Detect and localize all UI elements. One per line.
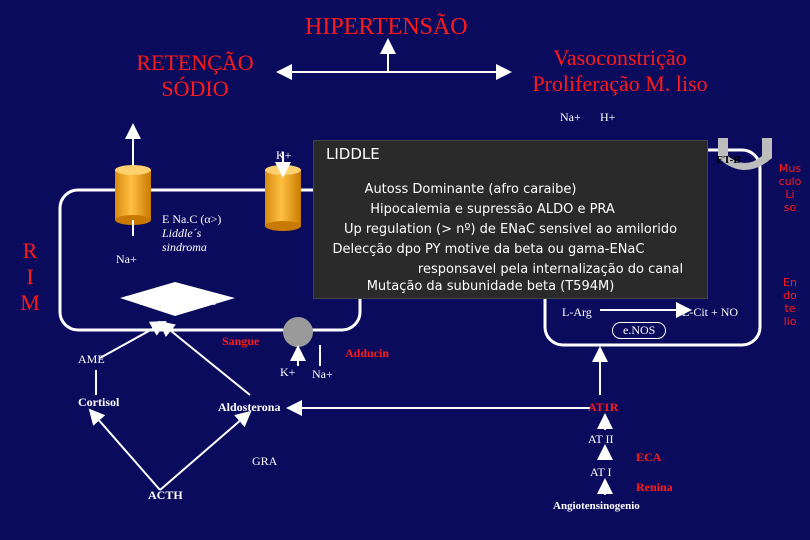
at2-label: AT II [588, 432, 614, 446]
ame-label: AME [78, 352, 105, 366]
etb-label: ET-B [716, 154, 741, 166]
musculo-line-2: culo [778, 175, 802, 188]
musculo-line-1: Mus [778, 162, 802, 175]
adducin-label: Adducin [345, 346, 390, 360]
endotelio-line-2: do [783, 289, 797, 302]
rim-label: R I M [20, 238, 40, 316]
receptor-label: Receptor Mineralocorticoide [138, 286, 218, 308]
etb-receptor [718, 138, 772, 170]
receptor-line-2: Mineralocorticoide [139, 297, 217, 308]
eca-label: ECA [636, 450, 662, 464]
liddle-line-5: responsavel pela internalização do canal [417, 262, 684, 277]
retencao-line-1: RETENÇÃO [136, 50, 254, 75]
cortisol-label: Cortisol [78, 395, 120, 409]
channel-right [265, 165, 301, 231]
liddle-line-4: Delecção dpo PY motive da beta ou gama-E… [332, 242, 645, 257]
enac-line: E Na.C (α>) [162, 212, 222, 226]
k-top-label: K+ [276, 148, 292, 162]
at1r-label: AT1R [588, 400, 619, 414]
renina-label: Renina [636, 480, 673, 494]
retencao-line-2: SÓDIO [161, 76, 229, 101]
na-left-label: Na+ [116, 252, 137, 266]
vasoconstricao: Vasoconstrição Proliferação M. liso [520, 45, 720, 97]
endotelio-line-3: te [784, 302, 796, 315]
at1-label: AT I [590, 465, 612, 479]
receptor-line-1: Receptor [159, 286, 197, 297]
liddle-line-6: Mutação da subunidade beta (T594M) [366, 279, 615, 294]
page-title: HIPERTENSÃO [305, 14, 468, 40]
aldosterona-label: Aldosterona [218, 400, 281, 414]
rim-r: R [22, 238, 38, 263]
enac-channel-left [115, 165, 151, 225]
k-bottom-label: K+ [280, 365, 296, 379]
na-top-label: Na+ [560, 110, 581, 124]
sangue-label: Sangue [222, 334, 260, 348]
h-top-label: H+ [600, 110, 616, 124]
liddle-line-1: Autoss Dominante (afro caraibe) [364, 182, 577, 197]
vaso-line-1: Vasoconstrição [553, 45, 687, 70]
endotelio-line-4: lio [783, 315, 797, 328]
rim-m: M [20, 290, 40, 315]
acth-label: ACTH [148, 488, 183, 502]
musculo-line-3: Li [785, 188, 795, 201]
larg-label: L-Arg [562, 305, 592, 319]
angiotensinogenio-label: Angiotensinogenio [553, 500, 640, 512]
rim-i: I [26, 264, 34, 289]
vaso-line-2: Proliferação M. liso [532, 71, 708, 96]
liddle-title: LIDDLE [326, 145, 380, 163]
receptor-shape [120, 282, 235, 316]
na-bottom-label: Na+ [312, 367, 333, 381]
lcit-label: L-Cit + NO [682, 305, 739, 319]
liddle-line-2: Hipocalemia e supressão ALDO e PRA [370, 202, 615, 217]
sindroma-line: sindroma [162, 240, 207, 254]
gra-label: GRA [252, 454, 278, 468]
endotelio-label: En do te lio [775, 276, 805, 328]
musculo-line-4: so [783, 201, 797, 214]
liddle-info-box: LIDDLE Autoss Dominante (afro caraibe) H… [313, 140, 708, 299]
liddle-s-line: Liddle´s [162, 226, 202, 240]
enos-label: e.NOS [612, 322, 667, 339]
enac-label: E Na.C (α>) Liddle´s sindroma [162, 212, 221, 254]
liddle-line-3: Up regulation (> nº) de ENaC sensivel ao… [343, 222, 678, 237]
endotelio-line-1: En [783, 276, 797, 289]
pump-circle [283, 317, 313, 347]
musculo-liso-label: Mus culo Li so [775, 162, 805, 214]
retencao-sodio: RETENÇÃO SÓDIO [125, 50, 265, 102]
